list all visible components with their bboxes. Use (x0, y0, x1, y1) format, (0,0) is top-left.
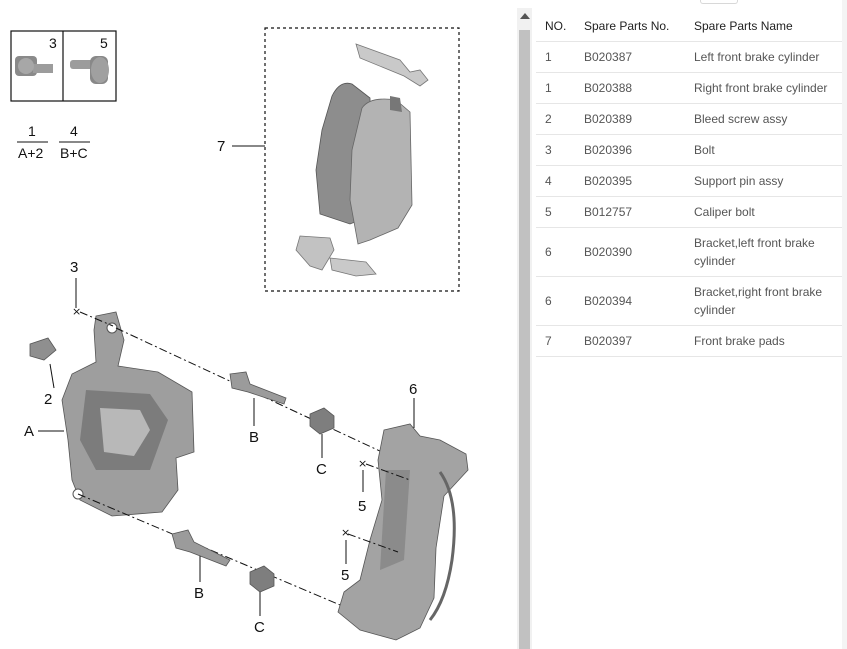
cell-no: 6 (536, 227, 575, 277)
top-tab[interactable] (700, 0, 738, 4)
svg-text:1: 1 (28, 123, 36, 139)
cell-no: 2 (536, 103, 575, 135)
caliper-body (61, 311, 195, 517)
cell-part-no: B020390 (575, 227, 685, 277)
cell-no: 1 (536, 41, 575, 73)
legend-fraction-1: 1 A+2 (17, 123, 48, 161)
callout-3: 3 (70, 259, 78, 276)
caliper-bolt-icon (70, 56, 109, 84)
bleed-screw: 2 (29, 337, 57, 408)
table-header-row: NO. Spare Parts No. Spare Parts Name (536, 10, 842, 42)
svg-text:×: × (358, 457, 367, 470)
svg-text:B+C: B+C (60, 145, 88, 161)
svg-text:A+2: A+2 (18, 145, 44, 161)
cell-name: Caliper bolt (685, 196, 842, 228)
cell-no: 4 (536, 165, 575, 197)
cell-no: 6 (536, 276, 575, 326)
cell-name: Bracket,left front brake cylinder (685, 227, 842, 277)
cell-name: Front brake pads (685, 325, 842, 357)
right-edge (842, 0, 847, 649)
cell-part-no: B020387 (575, 41, 685, 73)
legend-5: 5 (100, 35, 108, 51)
cell-part-no: B020395 (575, 165, 685, 197)
parts-diagram: 3 5 1 A+2 4 B+C 7 (10, 27, 469, 641)
guide-pin-upper: B (229, 371, 287, 446)
cell-name: Bleed screw assy (685, 103, 842, 135)
cell-no: 3 (536, 134, 575, 166)
callout-C-upper: C (316, 461, 327, 478)
scroll-up-icon[interactable] (520, 13, 530, 19)
cell-part-no: B020389 (575, 103, 685, 135)
callout-A: A (24, 423, 34, 440)
scrollbar-thumb[interactable] (519, 30, 530, 649)
callout-2: 2 (44, 391, 52, 408)
svg-text:×: × (341, 526, 350, 539)
cell-part-no: B020394 (575, 276, 685, 326)
diagram-scrollbar[interactable] (517, 8, 532, 649)
pin-boot-upper: C (309, 407, 335, 478)
bolt-icon (15, 56, 53, 76)
cell-no: 7 (536, 325, 575, 357)
callout-B-upper: B (249, 429, 259, 446)
cell-part-no: B020396 (575, 134, 685, 166)
callout-6: 6 (409, 381, 417, 398)
callout-C-lower: C (254, 619, 265, 636)
col-header-no: NO. (536, 10, 575, 42)
col-header-name: Spare Parts Name (685, 10, 842, 42)
cell-name: Bracket,right front brake cylinder (685, 276, 842, 326)
brake-pads-group: 7 (217, 27, 460, 292)
pin-boot-lower: C (249, 565, 275, 636)
guide-pin-lower: B (171, 529, 231, 602)
svg-text:×: × (72, 305, 81, 318)
cell-part-no: B012757 (575, 196, 685, 228)
callout-7: 7 (217, 138, 225, 155)
cell-name: Support pin assy (685, 165, 842, 197)
cell-no: 1 (536, 72, 575, 104)
svg-text:4: 4 (70, 123, 78, 139)
legend-3: 3 (49, 35, 57, 51)
cell-name: Left front brake cylinder (685, 41, 842, 73)
legend-fraction-4: 4 B+C (59, 123, 90, 161)
callout-5-upper: 5 (358, 498, 366, 515)
exploded-view-drawing: 3 5 1 A+2 4 B+C 7 (10, 27, 469, 641)
cell-part-no: B020397 (575, 325, 685, 357)
callout-5-lower: 5 (341, 567, 349, 584)
cell-name: Right front brake cylinder (685, 72, 842, 104)
cell-name: Bolt (685, 134, 842, 166)
cell-no: 5 (536, 196, 575, 228)
caliper-bracket: 6 (337, 381, 469, 641)
callout-B-lower: B (194, 585, 204, 602)
legend-box: 3 5 (10, 30, 117, 102)
col-header-part-no: Spare Parts No. (575, 10, 685, 42)
cell-part-no: B020388 (575, 72, 685, 104)
